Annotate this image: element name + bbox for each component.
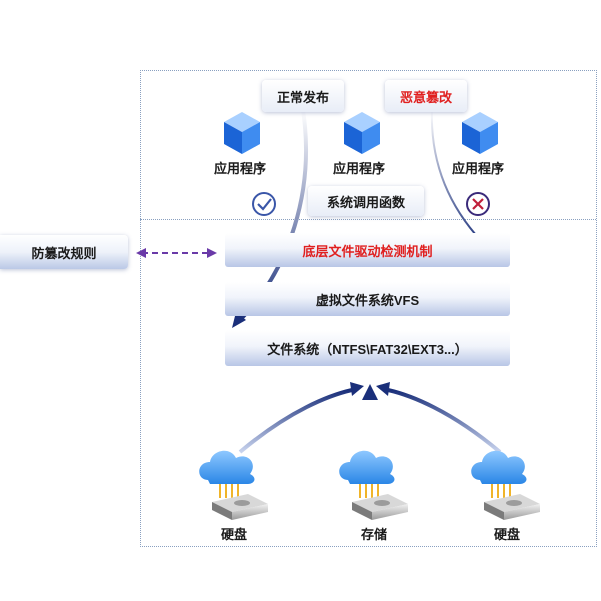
app-label: 应用程序	[213, 161, 266, 176]
malicious-tamper-chip: 恶意篡改	[385, 80, 467, 112]
cross-circle-icon	[466, 192, 490, 216]
hard-disk-icon	[352, 494, 408, 520]
cloud-icon	[199, 450, 255, 484]
cable-icon	[491, 484, 511, 498]
check-circle-icon	[252, 192, 276, 216]
cable-icon	[359, 484, 379, 498]
driver-detection-label: 底层文件驱动检测机制	[302, 243, 433, 259]
normal-publish-chip: 正常发布	[262, 80, 344, 112]
vfs-layer: 虚拟文件系统VFS	[225, 282, 510, 316]
cloud-icon	[339, 450, 395, 484]
storage-label: 硬盘	[493, 527, 520, 542]
publish-arrowhead	[232, 312, 246, 328]
app-cube-icon	[344, 112, 380, 154]
hard-disk-icon	[212, 494, 268, 520]
cable-icon	[219, 484, 239, 498]
malicious-tamper-label: 恶意篡改	[399, 89, 452, 105]
storage-arrow-right	[387, 388, 502, 454]
hard-disk-icon	[484, 494, 540, 520]
anti-tamper-rule-box: 防篡改规则	[0, 235, 128, 269]
storage-label: 存储	[360, 527, 387, 542]
app-label: 应用程序	[332, 161, 385, 176]
system-boundary	[140, 70, 597, 547]
app-cube-icon	[224, 112, 260, 154]
layer-divider	[140, 219, 596, 220]
cloud-icon	[471, 450, 527, 484]
app-label: 应用程序	[451, 161, 504, 176]
driver-detection-layer: 底层文件驱动检测机制	[225, 233, 510, 267]
syscall-label: 系统调用函数	[326, 194, 405, 210]
vfs-label: 虚拟文件系统VFS	[315, 292, 420, 308]
anti-tamper-rule-label: 防篡改规则	[31, 245, 97, 261]
storage-arrow-left	[238, 388, 353, 454]
storage-label: 硬盘	[220, 527, 247, 542]
filesystem-label: 文件系统（NTFS\FAT32\EXT3...）	[267, 341, 468, 357]
normal-publish-label: 正常发布	[276, 89, 329, 105]
syscall-chip: 系统调用函数	[308, 186, 424, 216]
app-cube-icon	[462, 112, 498, 154]
filesystem-layer: 文件系统（NTFS\FAT32\EXT3...）	[225, 330, 510, 366]
